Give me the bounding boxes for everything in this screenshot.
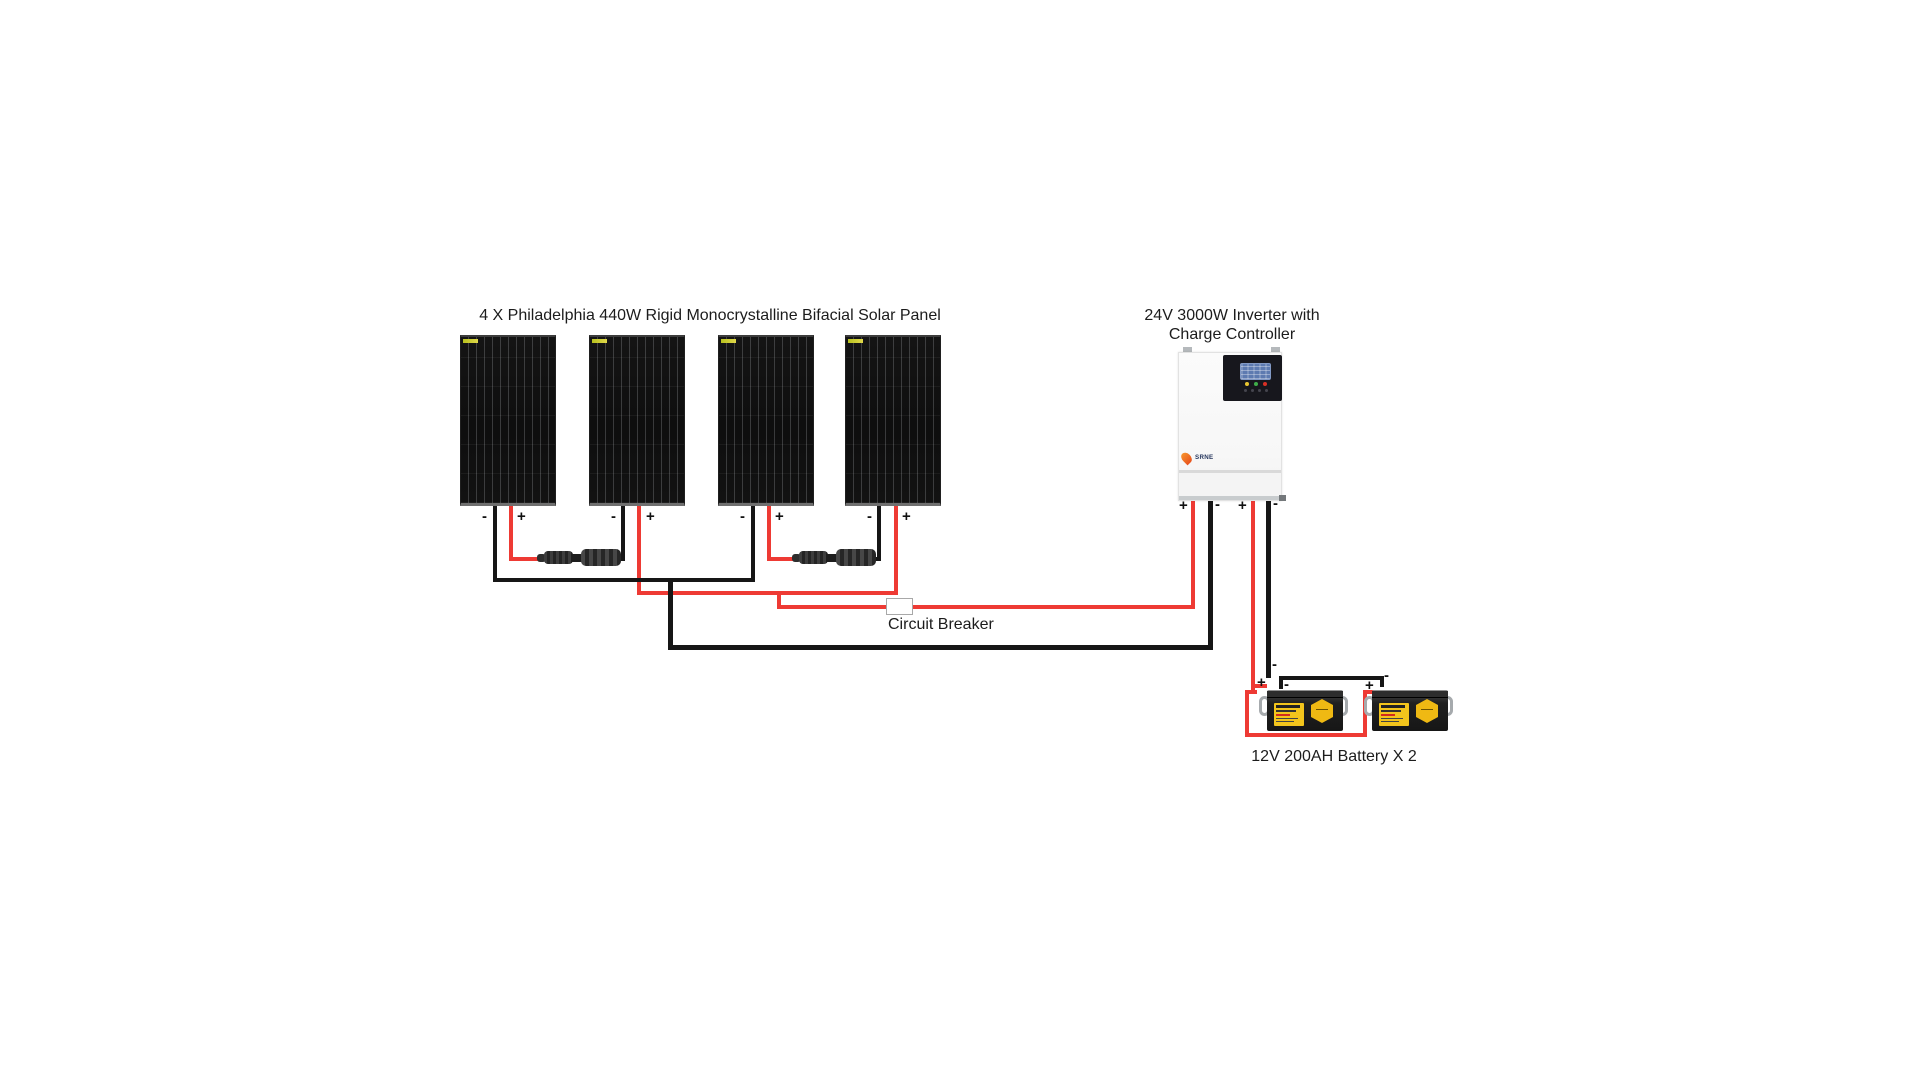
pv-wire-red-p1-down: [509, 500, 513, 561]
inverter-pv-plus-label: +: [1179, 497, 1188, 514]
inverter-button: [1265, 389, 1268, 392]
battery-caption: 12V 200AH Battery X 2: [1251, 748, 1417, 765]
pv-wire-black-p4-down: [877, 500, 881, 561]
inverter-lower-section: [1179, 473, 1281, 498]
battery-wire-black-link-bus: [1279, 676, 1384, 680]
inverter-pv-minus-label: -: [1215, 496, 1220, 513]
pv-wire-black-p3-down: [751, 500, 755, 582]
inverter-button: [1244, 389, 1247, 392]
battery-1-icon: [1267, 690, 1343, 731]
mc4-tip: [537, 554, 546, 562]
panel2-plus-label: +: [646, 508, 655, 525]
panel4-plus-label: +: [902, 508, 911, 525]
circuit-breaker-icon: [886, 598, 913, 615]
pv-wire-red-to-breaker: [777, 605, 1195, 609]
inverter-lcd-screen: [1240, 363, 1271, 380]
mc4-female-half: [581, 549, 621, 566]
battery-wire-red-from-inverter: [1251, 494, 1255, 694]
battery-wire-black-from-inverter: [1266, 494, 1271, 678]
solar-panel-1: [460, 335, 556, 506]
circuit-breaker-label: Circuit Breaker: [888, 616, 994, 633]
battery-wire-red-loop-top: [1245, 690, 1257, 694]
pv-wire-black-to-inverter-run: [668, 645, 1213, 650]
pv-wire-red-p3-to-mc4: [767, 557, 798, 561]
led-green-icon: [1254, 382, 1258, 386]
battery-wire-red-loop-bottom: [1245, 733, 1367, 737]
panel-sticker: [721, 339, 736, 343]
battery-label: [1274, 703, 1304, 726]
solar-array-title: 4 X Philadelphia 440W Rigid Monocrystall…: [479, 307, 941, 324]
inverter-bat-minus-label: -: [1273, 495, 1278, 512]
battery-badge: [1311, 699, 1333, 723]
inverter-divider: [1179, 470, 1281, 473]
pv-wire-red-positive-bus: [637, 591, 898, 595]
pv-wire-black-p1-down: [493, 500, 497, 582]
mc4-joint: [571, 554, 583, 562]
battery-inverter-minus-label: -: [1272, 656, 1277, 673]
panel1-minus-label: -: [482, 508, 487, 525]
battery1-minus-label: -: [1284, 676, 1289, 693]
mc4-tip: [792, 554, 801, 562]
inverter-button: [1251, 389, 1254, 392]
inverter-icon: SRNE: [1178, 352, 1282, 501]
battery-lid: [1267, 691, 1343, 698]
inverter-mount-tab: [1279, 495, 1286, 501]
mc4-male-half: [544, 551, 573, 564]
panel2-minus-label: -: [611, 508, 616, 525]
pv-wire-red-p2-down: [637, 500, 641, 595]
pv-wire-red-p4-down: [894, 500, 898, 595]
pv-wire-red-bus-drop: [777, 591, 781, 609]
pv-wire-red-p3-down: [767, 500, 771, 561]
led-red-icon: [1263, 382, 1267, 386]
mc4-joint: [826, 554, 838, 562]
battery2-plus-label: +: [1365, 677, 1374, 694]
panel-sticker: [463, 339, 478, 343]
battery2-minus-label: -: [1384, 667, 1389, 684]
solar-panel-2: [589, 335, 685, 506]
pv-wire-black-negative-bus: [493, 578, 755, 582]
inverter-control-panel: [1223, 355, 1282, 401]
panel-sticker: [848, 339, 863, 343]
mc4-connector-icon: [537, 549, 621, 567]
led-yellow-icon: [1245, 382, 1249, 386]
solar-panel-4: [845, 335, 941, 506]
panel3-plus-label: +: [775, 508, 784, 525]
pv-wire-black-bus-drop: [668, 578, 673, 650]
mc4-female-half: [836, 549, 876, 566]
panel3-minus-label: -: [740, 508, 745, 525]
mc4-male-half: [799, 551, 828, 564]
inverter-title-line2: Charge Controller: [1168, 326, 1296, 343]
srne-logo-icon: [1179, 450, 1194, 466]
battery-wire-black-link-right: [1380, 676, 1384, 687]
pv-wire-red-p1-to-mc4: [509, 557, 543, 561]
inverter-title-line1: 24V 3000W Inverter with: [1144, 307, 1320, 324]
pv-wire-black-p2-down: [621, 500, 625, 561]
inverter-bat-plus-label: +: [1238, 497, 1247, 514]
inverter-button: [1258, 389, 1261, 392]
battery-label: [1379, 703, 1409, 726]
battery1-plus-label: +: [1257, 674, 1266, 691]
battery-lid: [1372, 691, 1448, 698]
battery-badge: [1416, 699, 1438, 723]
battery-2-icon: [1372, 690, 1448, 731]
inverter-mount-tab: [1271, 347, 1280, 353]
pv-wire-black-to-inverter: [1208, 494, 1213, 650]
panel4-minus-label: -: [867, 508, 872, 525]
inverter-bottom-strip: [1179, 496, 1281, 500]
inverter-mount-tab: [1183, 347, 1192, 353]
pv-wire-red-to-inverter: [1191, 494, 1195, 609]
panel1-plus-label: +: [517, 508, 526, 525]
battery-wire-red-bat1-stub: [1251, 684, 1267, 688]
inverter-title: 24V 3000W Inverter with Charge Controlle…: [1132, 306, 1332, 344]
panel-sticker: [592, 339, 607, 343]
mc4-connector-icon: [792, 549, 876, 567]
battery-wire-red-bat2-stub: [1363, 690, 1380, 694]
battery-wire-red-loop-left: [1245, 690, 1249, 737]
inverter-brand-text: SRNE: [1195, 454, 1214, 461]
battery-wire-black-link-left: [1279, 676, 1283, 689]
solar-panel-3: [718, 335, 814, 506]
